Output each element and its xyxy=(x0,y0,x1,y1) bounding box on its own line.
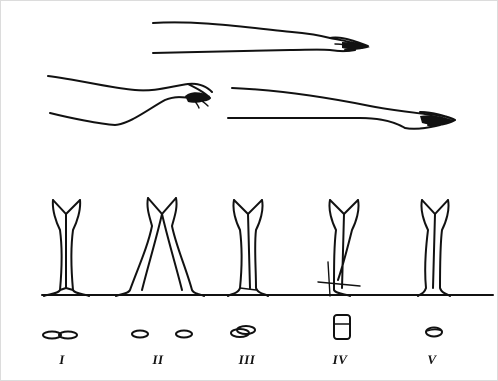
position-label-1: I xyxy=(59,352,65,368)
position-label-2: II xyxy=(152,352,163,368)
arm-top xyxy=(153,22,370,53)
position-label-5: V xyxy=(427,352,436,368)
legs-position-3 xyxy=(228,200,268,296)
arm-left xyxy=(48,76,212,125)
foot-symbol-2 xyxy=(132,331,192,338)
legs-position-4 xyxy=(318,200,360,296)
foot-symbol-5 xyxy=(426,328,442,337)
legs-position-5 xyxy=(418,200,450,296)
foot-symbol-1 xyxy=(43,332,77,339)
position-label-4: IV xyxy=(333,352,348,368)
foot-symbol-4 xyxy=(334,315,350,339)
position-label-3: III xyxy=(239,352,256,368)
foot-symbol-3 xyxy=(231,326,255,337)
legs-position-2 xyxy=(116,198,204,296)
legs-position-1 xyxy=(44,200,89,296)
arm-right xyxy=(228,88,455,129)
